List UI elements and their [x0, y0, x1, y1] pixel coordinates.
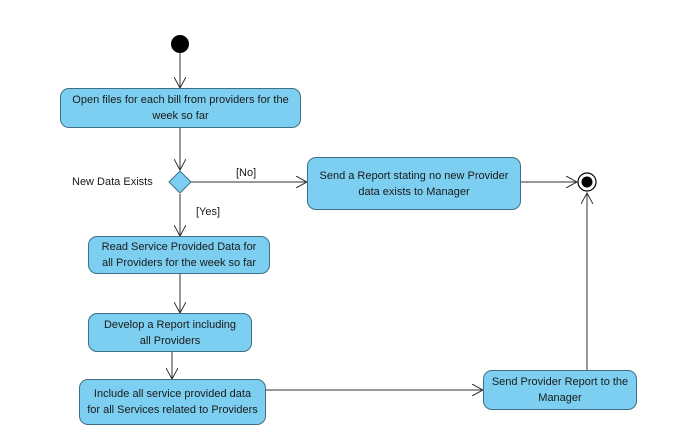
- action-open-files: Open files for each bill from providers …: [60, 88, 301, 128]
- final-node-inner: [581, 176, 593, 188]
- decision-node: [168, 170, 192, 194]
- action-send-no-data-report: Send a Report stating no new Provider da…: [307, 157, 521, 210]
- action-develop-report: Develop a Report including all Providers: [88, 313, 252, 352]
- action-read-service-data: Read Service Provided Data for all Provi…: [88, 236, 270, 274]
- action-send-provider-report: Send Provider Report to the Manager: [483, 370, 637, 410]
- action-include-service-data: Include all service provided data for al…: [79, 379, 266, 425]
- initial-node: [171, 35, 189, 53]
- guard-no-label: [No]: [236, 167, 257, 179]
- guard-yes-label: [Yes]: [196, 206, 221, 218]
- decision-label: New Data Exists: [72, 176, 153, 188]
